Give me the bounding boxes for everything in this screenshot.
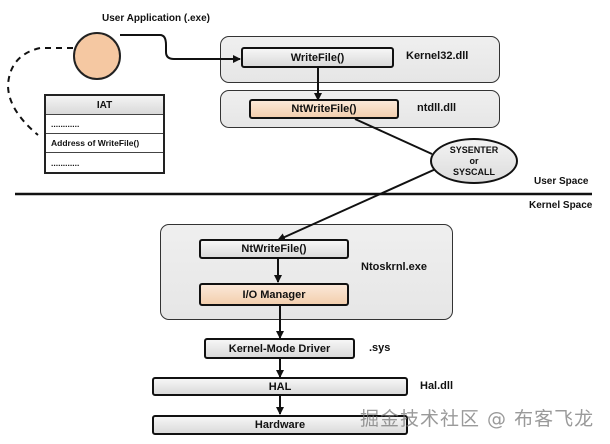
ntdll-module-label: ntdll.dll xyxy=(417,102,457,114)
io-manager-box: I/O Manager xyxy=(199,283,349,306)
or-label: or xyxy=(469,155,479,166)
user-space-label: User Space xyxy=(534,176,589,187)
sysenter-syscall-node: SYSENTER or SYSCALL xyxy=(430,138,518,184)
iat-row: ............ xyxy=(46,153,163,172)
kernel-mode-driver-box: Kernel-Mode Driver xyxy=(204,338,355,359)
iat-row: ............ xyxy=(46,115,163,134)
kernel-space-label: Kernel Space xyxy=(529,200,593,211)
ntwritefile-user-box: NtWriteFile() xyxy=(249,99,399,119)
writefile-box: WriteFile() xyxy=(241,47,394,68)
app-to-writefile-arrow xyxy=(120,34,241,63)
iat-header: IAT xyxy=(46,96,163,115)
syscall-label: SYSCALL xyxy=(452,166,495,177)
ntdll-to-syscall-line xyxy=(354,118,433,155)
driver-module-label: .sys xyxy=(369,342,391,354)
iat-row-writefile-address: Address of WriteFile() xyxy=(46,134,163,153)
ntoskrnl-module-label: Ntoskrnl.exe xyxy=(361,261,428,273)
watermark: 掘金技术社区 @ 布客飞龙 xyxy=(360,408,595,430)
syscall-to-kernel-arrow xyxy=(277,167,439,241)
app-to-iat-dashed-link xyxy=(6,47,73,136)
hal-module-label: Hal.dll xyxy=(420,380,454,392)
kernel32-module-label: Kernel32.dll xyxy=(406,50,469,62)
user-application-icon xyxy=(73,32,121,80)
iat-table: IAT ............ Address of WriteFile() … xyxy=(44,94,165,174)
hal-box: HAL xyxy=(152,377,408,396)
ntwritefile-kernel-box: NtWriteFile() xyxy=(199,239,349,259)
sysenter-label: SYSENTER xyxy=(449,144,499,155)
user-application-label: User Application (.exe) xyxy=(102,13,210,24)
hardware-box: Hardware xyxy=(152,415,408,435)
